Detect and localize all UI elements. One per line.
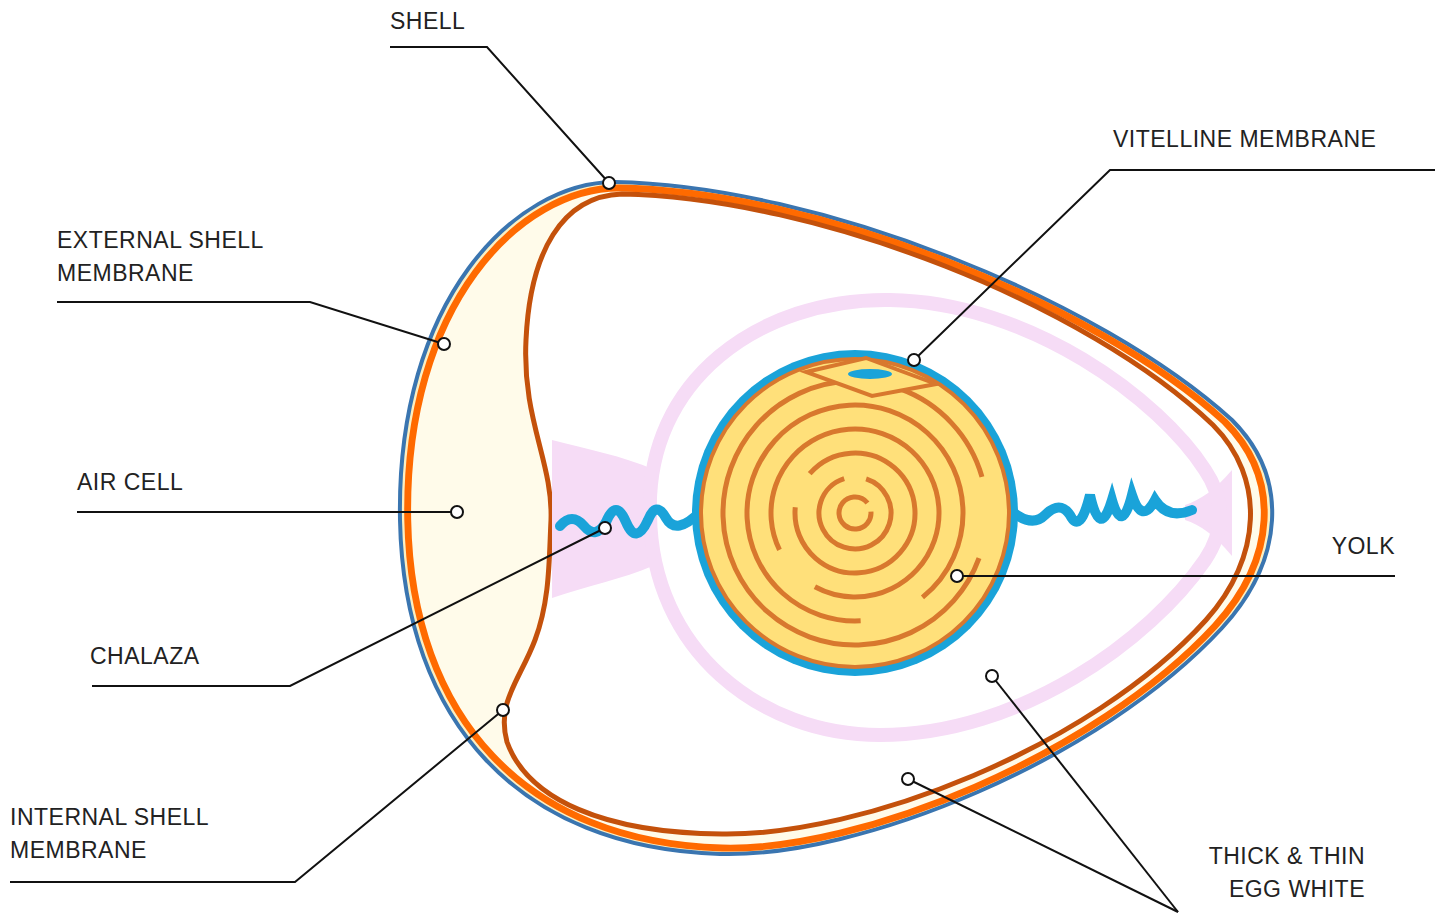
chalaza [1005,495,1192,522]
leader-dot [902,773,914,785]
chalaza [560,509,700,533]
part-label: YOLK [1332,530,1395,563]
leader-dots [438,177,998,785]
yolk-ring [686,344,1024,682]
leader-lines [10,47,1435,912]
part-label: VITELLINE MEMBRANE [1113,123,1376,156]
yolk-ring [838,496,873,531]
leader-line [390,47,609,183]
leader-dot [951,570,963,582]
shell-outline [400,182,1272,854]
part-label: SHELL [390,5,465,38]
leader-dot [986,670,998,682]
yolk [701,359,1009,667]
blastoderm [848,369,892,379]
leader-dot [908,354,920,366]
leader-line [914,170,1435,360]
part-label: AIR CELL [77,466,183,499]
leader-line [908,779,1178,912]
part-label: CHALAZA [90,640,200,673]
leader-line [10,710,503,882]
yolk-layers [686,344,1024,682]
vitelline-membrane [692,350,1018,676]
leader-dot [451,506,463,518]
leader-line [77,511,457,513]
part-label: EXTERNAL SHELL MEMBRANE [57,224,327,290]
leader-dot [599,522,611,534]
internal-membrane [504,194,1250,834]
yolk-ring [741,399,968,626]
part-label: INTERNAL SHELL MEMBRANE [10,801,280,867]
leader-line [57,302,444,344]
thick-egg-white [650,300,1220,735]
part-label: THICK & THIN EGG WHITE [1165,840,1365,906]
leader-line [957,575,1395,577]
leader-line [992,676,1178,912]
leader-dot [497,704,509,716]
yolk-ring [743,401,968,626]
leader-dot [603,177,615,189]
external-membrane [408,188,1265,848]
yolk-ring [810,468,901,559]
yolk-ring [770,428,939,597]
leader-dot [438,338,450,350]
